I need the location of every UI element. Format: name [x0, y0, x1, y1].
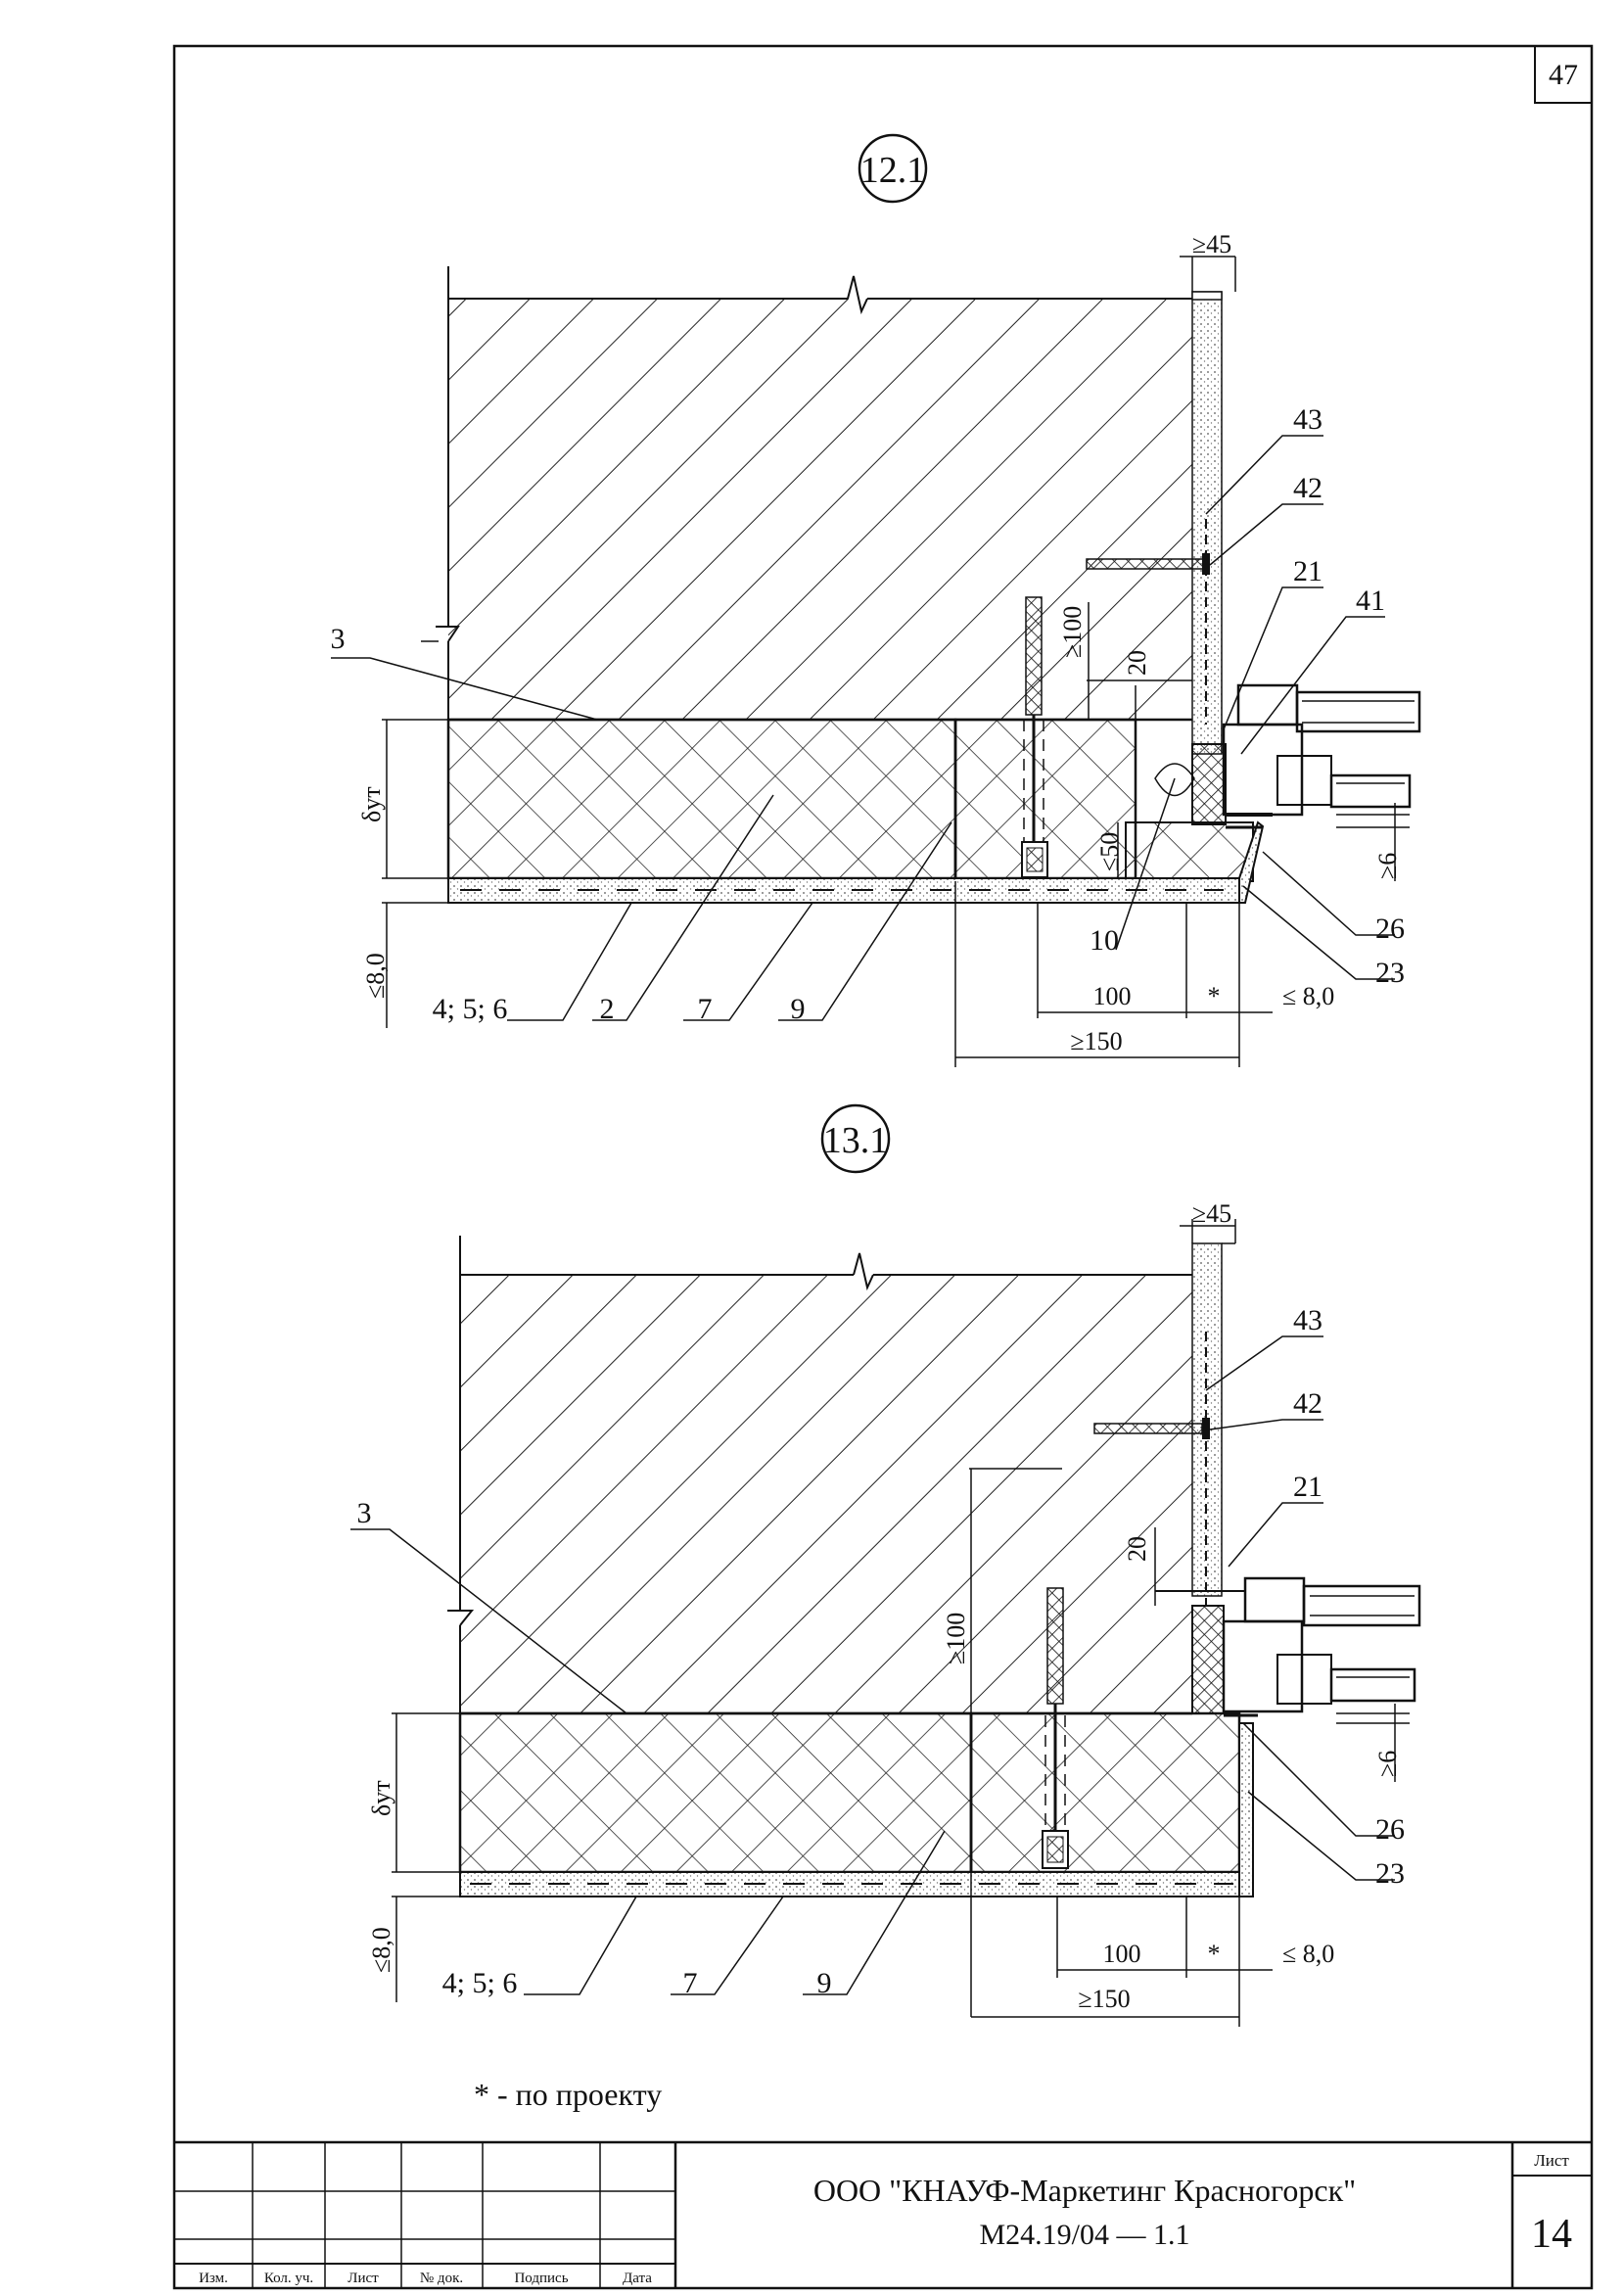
tb-sheet-label: Лист — [1534, 2151, 1569, 2170]
callout-26: 26 — [1375, 913, 1405, 945]
footnote: * - по проекту — [474, 2077, 662, 2112]
window-frame-profile — [1155, 1576, 1421, 1713]
tb-company: ООО "КНАУФ-Маркетинг Красногорск" — [813, 2173, 1356, 2208]
dim-thickness: δут — [357, 786, 386, 822]
dim-150: ≥150 — [1078, 1985, 1130, 2013]
tb-col-doc: № док. — [420, 2271, 463, 2286]
callout-3: 3 — [331, 623, 346, 655]
callout-leaders — [350, 1335, 1395, 1995]
dim-100: ≥100 — [942, 1613, 970, 1664]
wall-edge-cap — [1191, 291, 1223, 301]
corner-page-number: 47 — [1549, 59, 1578, 91]
detail-13-1: 13.1 — [350, 1103, 1421, 2027]
dim-top: ≥45 — [1192, 1199, 1231, 1228]
callout-10: 10 — [1090, 924, 1119, 957]
dim-20: 20 — [1123, 1536, 1151, 1562]
window-seal — [1191, 1605, 1225, 1714]
render-layer — [447, 820, 1265, 904]
anchor-plate — [1154, 763, 1195, 797]
detail-marker-circle — [858, 133, 928, 204]
tb-col-list: Лист — [348, 2271, 379, 2286]
title-block — [174, 2140, 1592, 2288]
dim-6: ≥6 — [1373, 1751, 1402, 1777]
callout-3: 3 — [357, 1497, 372, 1529]
dim-thickness: δут — [367, 1780, 395, 1816]
dim-star: * — [1208, 1940, 1221, 1968]
dim-20: 20 — [1123, 650, 1151, 676]
dim-8-right: ≤ 8,0 — [1282, 1940, 1334, 1968]
callout-23: 23 — [1375, 1857, 1405, 1890]
detail-12-1: 12.1 — [331, 133, 1421, 1067]
callout-leaders — [331, 435, 1395, 1021]
detail-marker-circle — [820, 1103, 891, 1174]
callout-41: 41 — [1356, 585, 1385, 617]
tb-sheet-number: 14 — [1531, 2212, 1572, 2257]
dim-100: ≥100 — [1058, 606, 1087, 658]
callout-26: 26 — [1375, 1813, 1405, 1846]
wall-section — [447, 1236, 1192, 1715]
dim-150: ≥150 — [1070, 1027, 1122, 1055]
callout-4-5-6: 4; 5; 6 — [433, 993, 508, 1025]
callout-9: 9 — [817, 1967, 832, 1999]
callout-9: 9 — [791, 993, 806, 1025]
dim-top: ≥45 — [1192, 230, 1231, 258]
window-seal — [1191, 743, 1227, 825]
dim-100-h: 100 — [1093, 982, 1132, 1010]
tb-code: М24.19/04 — 1.1 — [979, 2219, 1189, 2251]
dim-8-left: ≤8,0 — [367, 1927, 395, 1973]
dim-6: ≥6 — [1373, 853, 1402, 879]
callout-43: 43 — [1293, 403, 1322, 436]
tb-col-sign: Подпись — [514, 2271, 568, 2286]
callout-21: 21 — [1293, 555, 1322, 587]
dimension-lines — [382, 256, 1410, 1067]
insulation-board — [446, 718, 1137, 880]
render-layer — [459, 1713, 1258, 1897]
dim-8-left: ≤8,0 — [361, 953, 390, 999]
detail-marker-label: 12.1 — [860, 150, 926, 191]
dim-100-h: 100 — [1103, 1940, 1141, 1968]
insulation-step — [1125, 821, 1254, 882]
sheet-frame — [172, 44, 1594, 2290]
callout-7: 7 — [683, 1967, 698, 1999]
corner-page-box — [1534, 45, 1593, 104]
callout-4-5-6: 4; 5; 6 — [442, 1967, 518, 1999]
callout-42: 42 — [1293, 1387, 1322, 1420]
callout-21: 21 — [1293, 1471, 1322, 1503]
dimension-lines — [392, 1219, 1410, 2027]
callout-43: 43 — [1293, 1304, 1322, 1336]
screw-42 — [1086, 553, 1210, 575]
dim-50: ≤50 — [1095, 832, 1124, 871]
callout-23: 23 — [1375, 957, 1405, 989]
window-frame-profile — [1222, 683, 1421, 817]
screw-42 — [1093, 1418, 1210, 1439]
tb-col-kol: Кол. уч. — [264, 2271, 313, 2286]
insulation-board — [458, 1711, 1241, 1874]
detail-marker-label: 13.1 — [823, 1120, 889, 1161]
dim-star: * — [1208, 982, 1221, 1010]
callout-2: 2 — [600, 993, 615, 1025]
tb-col-izm: Изм. — [199, 2271, 228, 2286]
tb-col-date: Дата — [623, 2271, 652, 2286]
callout-7: 7 — [698, 993, 713, 1025]
anchor-dowel — [1021, 596, 1048, 878]
dim-8-right: ≤ 8,0 — [1282, 982, 1334, 1010]
callout-42: 42 — [1293, 472, 1322, 504]
anchor-dowel — [1042, 1587, 1069, 1869]
